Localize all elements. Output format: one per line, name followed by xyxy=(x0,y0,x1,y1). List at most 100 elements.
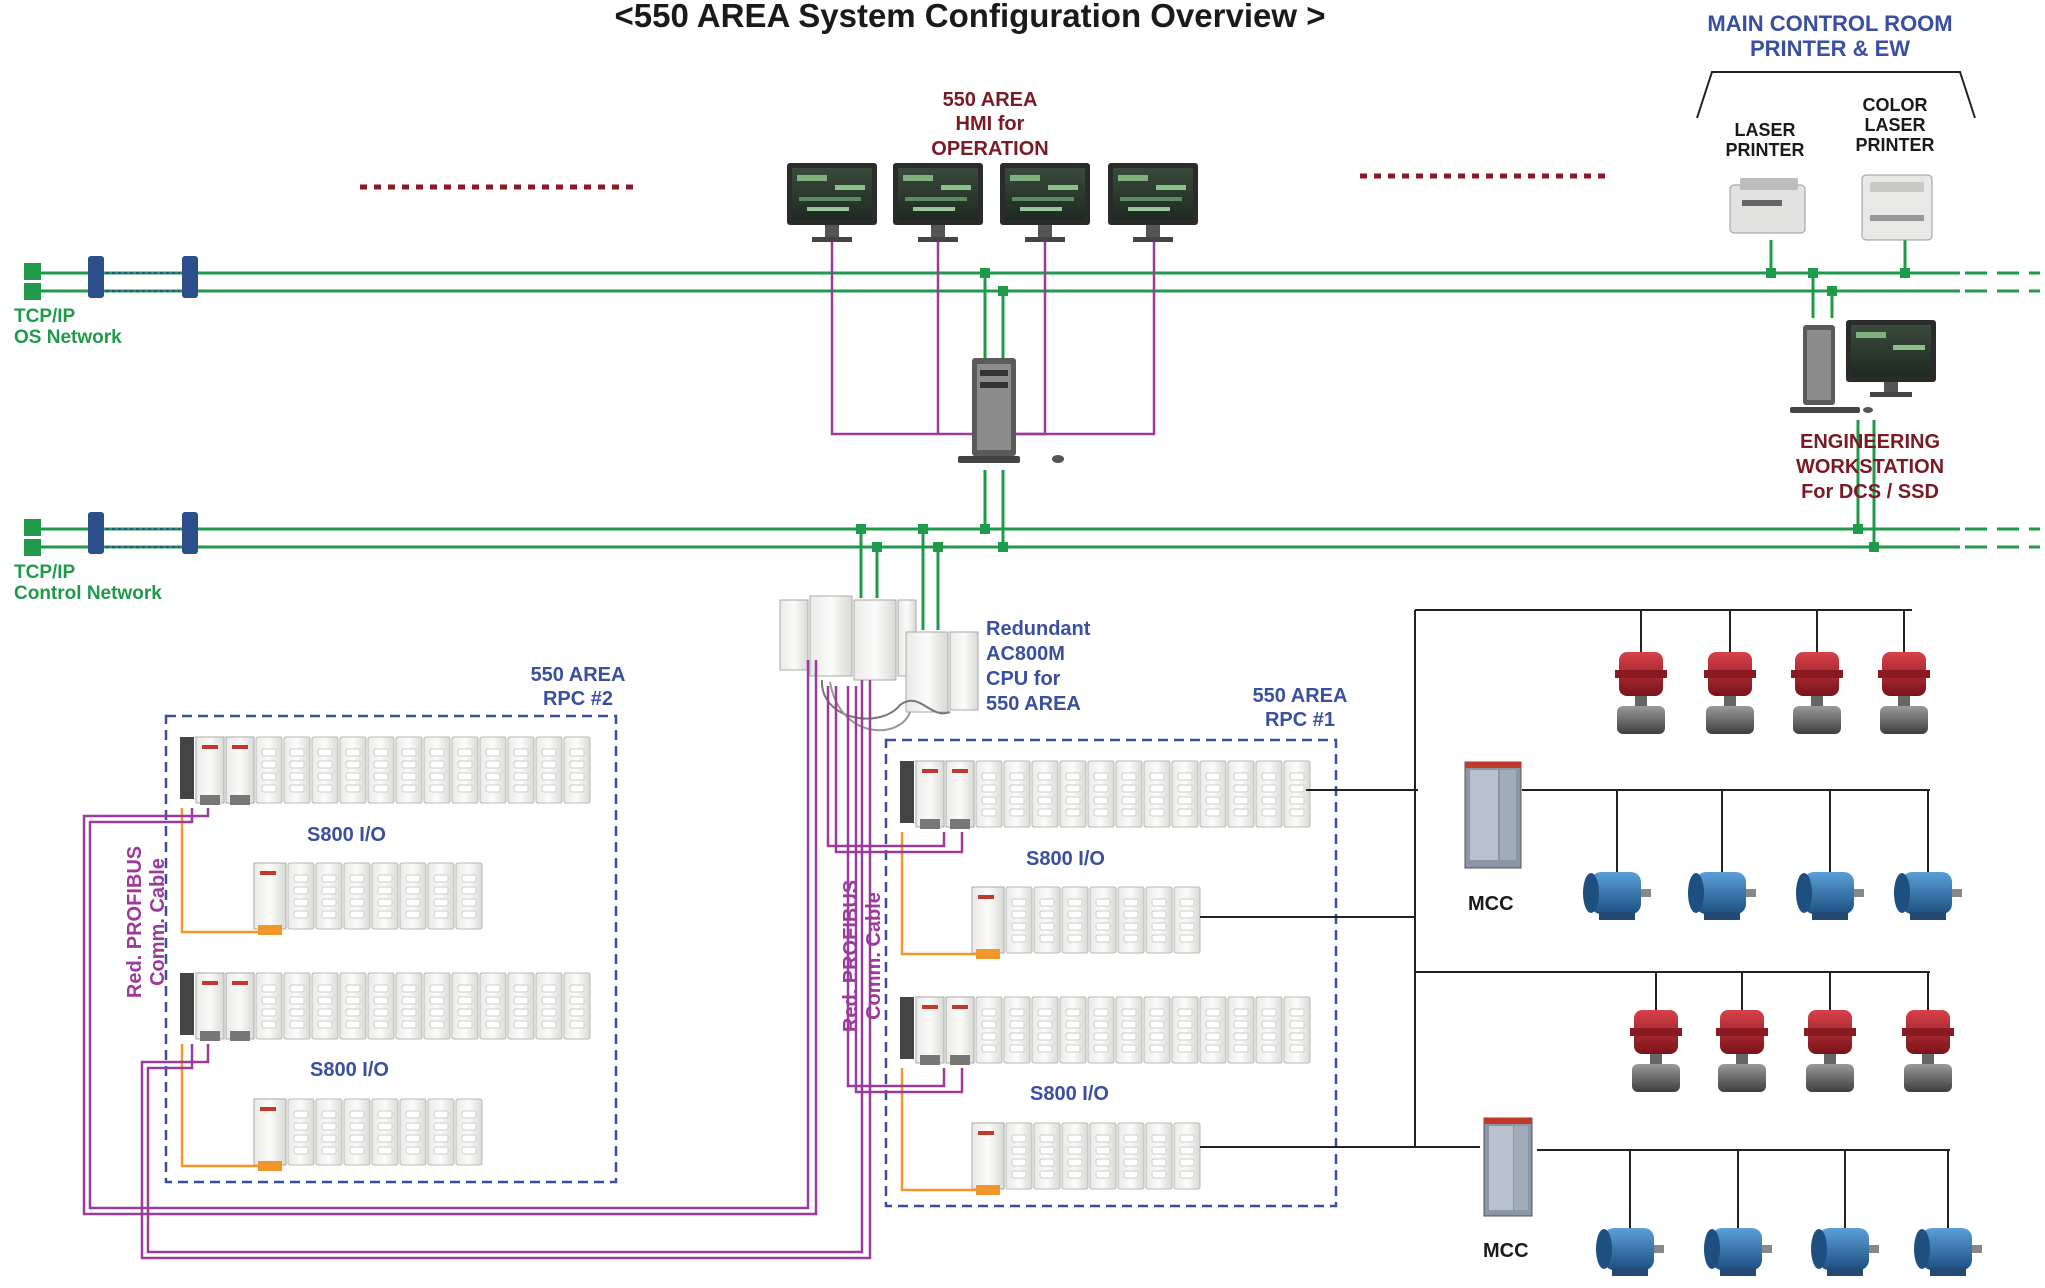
rpc1-line2: RPC #1 xyxy=(1264,709,1336,731)
control-network-lines xyxy=(25,527,1960,549)
cpu-line3: CPU for xyxy=(986,668,1061,690)
valve-upper-3 xyxy=(1791,652,1843,734)
field-wiring xyxy=(1200,609,1950,1151)
motor-upper-3 xyxy=(1796,872,1864,920)
cpu-line2: AC800M xyxy=(986,643,1065,665)
rpc1-rack-4 xyxy=(971,1122,1201,1195)
rpc2-label: 550 AREA RPC #2 xyxy=(508,663,648,711)
profibus-cables xyxy=(82,660,964,1260)
os-network-lines xyxy=(25,271,1960,293)
main-control-room-links xyxy=(1769,240,1907,547)
rpc2-line1: 550 AREA xyxy=(530,664,626,686)
mcc-label-lower: MCC xyxy=(1483,1240,1529,1262)
profibus-label-left: Red. PROFIBUS Comm. Cable xyxy=(124,792,176,1052)
rpc1-box xyxy=(884,738,1338,1208)
hmi-monitors xyxy=(787,163,1198,242)
s800-io-label-1: S800 I/O xyxy=(307,824,386,846)
valve-lower-1 xyxy=(1630,1010,1682,1092)
valve-upper-2 xyxy=(1704,652,1756,734)
rpc2-rack-2 xyxy=(253,862,483,935)
profibus-left-line1: Red. PROFIBUS xyxy=(124,845,146,999)
page-title: <550 AREA System Configuration Overview … xyxy=(614,0,1326,34)
cpu-line1: Redundant xyxy=(986,618,1091,640)
rpc1-line1: 550 AREA xyxy=(1252,685,1348,707)
rpc2-line2: RPC #2 xyxy=(542,688,614,710)
hmi-links xyxy=(830,240,1156,436)
color-laser-printer-line1: COLOR xyxy=(1862,95,1928,115)
profibus-right-line1: Red. PROFIBUS xyxy=(840,879,862,1033)
mcc-lower xyxy=(1483,1117,1533,1217)
laser-printer-line2: PRINTER xyxy=(1725,140,1805,161)
valve-upper-4 xyxy=(1878,652,1930,734)
control-network-line1: TCP/IP xyxy=(14,562,76,583)
motor-lower-3 xyxy=(1811,1228,1879,1276)
motor-upper-1 xyxy=(1583,872,1651,920)
control-network-terminals xyxy=(24,512,198,556)
io-racks xyxy=(180,736,1311,1195)
hmi-server xyxy=(958,358,1064,463)
s800-io-label-2: S800 I/O xyxy=(310,1059,389,1081)
valve-lower-3 xyxy=(1804,1010,1856,1092)
engineering-workstation-pc xyxy=(1790,320,1936,413)
engineering-workstation-line1: ENGINEERING xyxy=(1799,431,1941,453)
hmi-line2: HMI for xyxy=(955,113,1025,136)
field-devices xyxy=(1583,652,1982,1276)
valve-lower-4 xyxy=(1902,1010,1954,1092)
cpu-line4: 550 AREA xyxy=(986,693,1081,715)
io-orange-links xyxy=(180,808,976,1192)
os-network-line1: TCP/IP xyxy=(14,306,76,327)
color-laser-printer-line2: LASER xyxy=(1864,115,1926,136)
valve-upper-1 xyxy=(1615,652,1667,734)
mcc-upper xyxy=(1464,761,1522,869)
engineering-workstation-line3: For DCS / SSD xyxy=(1801,481,1939,503)
os-network-line2: OS Network xyxy=(14,327,122,349)
rpc1-label: 550 AREA RPC #1 xyxy=(1230,684,1370,732)
ac800m-cpu xyxy=(779,595,979,732)
cpu-network-links xyxy=(859,529,940,630)
color-laser-printer-line3: PRINTER xyxy=(1855,135,1935,156)
laser-printer-line1: LASER xyxy=(1734,120,1796,140)
hmi-label: 550 AREA HMI for OPERATION xyxy=(900,88,1080,161)
rpc2-rack-1 xyxy=(180,736,591,805)
main-control-room-line2: PRINTER & EW xyxy=(1749,35,1911,61)
control-network-label: TCP/IP Control Network xyxy=(14,562,162,605)
rpc2-rack-3 xyxy=(180,972,591,1041)
os-network-terminals xyxy=(24,256,198,300)
engineering-workstation-label: ENGINEERING WORKSTATION For DCS / SSD xyxy=(1765,430,1975,505)
motor-lower-4 xyxy=(1914,1228,1982,1276)
color-laser-printer xyxy=(1861,174,1933,241)
s800-io-label-3: S800 I/O xyxy=(1026,848,1105,870)
color-laser-printer-label: COLOR LASER PRINTER xyxy=(1840,95,1950,155)
os-network-label: TCP/IP OS Network xyxy=(14,306,122,349)
control-network-line2: Control Network xyxy=(14,583,162,605)
mcc-label-upper: MCC xyxy=(1468,893,1514,915)
hmi-line1: 550 AREA xyxy=(942,89,1038,111)
laser-printer-label: LASER PRINTER xyxy=(1710,120,1820,160)
s800-io-label-4: S800 I/O xyxy=(1030,1083,1109,1105)
rpc1-rack-3 xyxy=(900,996,1311,1065)
cpu-label: Redundant AC800M CPU for 550 AREA xyxy=(986,617,1090,717)
main-control-room-bracket xyxy=(1696,71,1976,119)
rpc1-rack-2 xyxy=(971,886,1201,959)
valve-lower-2 xyxy=(1716,1010,1768,1092)
main-control-room-label: MAIN CONTROL ROOM PRINTER & EW xyxy=(1660,11,2000,61)
laser-printer xyxy=(1729,178,1806,234)
profibus-right-line2: Comm. Cable xyxy=(863,892,885,1020)
motor-lower-2 xyxy=(1704,1228,1772,1276)
rpc2-box xyxy=(164,714,618,1184)
motor-upper-4 xyxy=(1894,872,1962,920)
motor-lower-1 xyxy=(1596,1228,1664,1276)
rpc1-rack-1 xyxy=(900,760,1311,829)
network-dashed-ends xyxy=(1965,271,2040,549)
hmi-line3: OPERATION xyxy=(931,137,1049,160)
profibus-left-line2: Comm. Cable xyxy=(147,858,169,986)
motor-upper-2 xyxy=(1688,872,1756,920)
field-drops xyxy=(1616,610,1949,1228)
server-network-links xyxy=(983,273,1005,547)
profibus-label-right: Red. PROFIBUS Comm. Cable xyxy=(840,826,892,1086)
rpc2-rack-4 xyxy=(253,1098,483,1171)
continuation-dots xyxy=(360,173,1605,190)
engineering-workstation-line2: WORKSTATION xyxy=(1795,456,1945,478)
main-control-room-line1: MAIN CONTROL ROOM xyxy=(1707,11,1953,36)
